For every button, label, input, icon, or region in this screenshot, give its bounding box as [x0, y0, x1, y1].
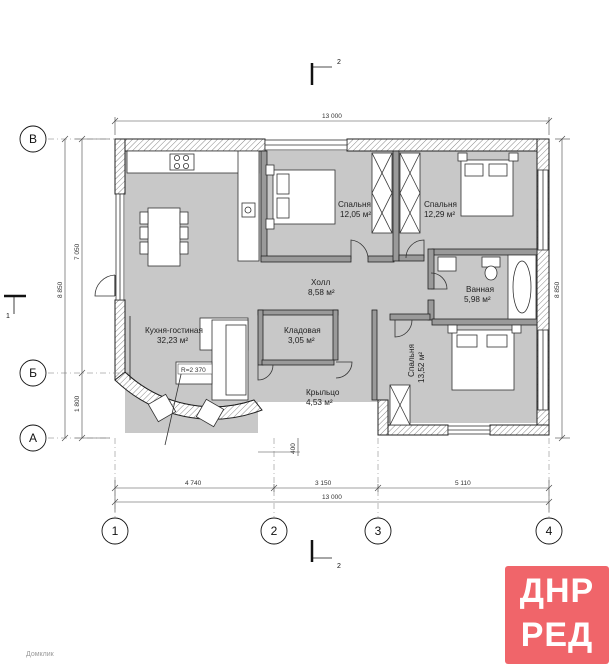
- kitchen-counter: [126, 150, 260, 262]
- dim-total-top: 13 000: [322, 113, 342, 120]
- room-bath-name: Ванная: [466, 285, 494, 294]
- room-labels: Кухня-гостиная 32,23 м² Спальня 12,05 м²…: [145, 200, 494, 407]
- dim-porch-step: 400: [290, 443, 297, 454]
- room-porch-area: 4,53 м²: [306, 398, 333, 407]
- dim-left-lower: 1 800: [74, 395, 81, 412]
- section-labels: 2 2 1: [6, 59, 341, 570]
- room-kitchen-area: 32,23 м²: [157, 336, 188, 345]
- dim-seg3: 5 110: [455, 480, 471, 487]
- axis-markers: [19, 125, 563, 545]
- windows: [115, 139, 549, 435]
- room-hall-area: 8,58 м²: [308, 288, 335, 297]
- room-kitchen-name: Кухня-гостиная: [145, 326, 203, 335]
- room-porch-name: Крыльцо: [306, 388, 340, 397]
- axis-row-v: В: [29, 132, 37, 146]
- room-hall-name: Холл: [311, 278, 331, 287]
- room-bedroom1-name: Спальня: [338, 200, 371, 209]
- armchairs: [147, 369, 225, 446]
- dnr-red-logo: ДНР РЕД: [505, 566, 609, 664]
- axis-col-2: 2: [271, 524, 278, 538]
- room-pantry-name: Кладовая: [284, 326, 321, 335]
- room-bedroom1-area: 12,05 м²: [340, 210, 371, 219]
- doors: [94, 239, 448, 381]
- room-bedroom3-area: 13,52 м²: [417, 352, 426, 383]
- axis-marker-labels: В Б А 1 2 3 4: [29, 132, 553, 538]
- room-bedroom2-name: Спальня: [424, 200, 457, 209]
- room-bedroom3-name: Спальня: [407, 344, 416, 377]
- dimension-lines: [61, 117, 570, 512]
- axis-col-1: 1: [112, 524, 119, 538]
- axis-lines: [48, 138, 550, 517]
- dim-left-total: 8 850: [57, 281, 64, 298]
- dim-seg2: 3 150: [315, 480, 332, 487]
- section-bottom-label: 2: [337, 563, 341, 570]
- room-bedroom2-area: 12,29 м²: [424, 210, 455, 219]
- dining-table: [139, 207, 189, 267]
- axis-row-b: Б: [29, 366, 37, 380]
- dim-total-bottom: 13 000: [322, 494, 342, 501]
- bed-3: [447, 324, 522, 391]
- radius-label: R=2 370: [181, 367, 206, 374]
- bath-fixtures: [437, 254, 537, 320]
- dim-left-upper: 7 050: [74, 243, 81, 260]
- bed-1: [265, 164, 336, 230]
- logo-line-2: РЕД: [520, 616, 594, 654]
- watermark-text: Домклик: [26, 651, 55, 658]
- logo-line-1: ДНР: [519, 572, 595, 610]
- dim-seg1: 4 740: [185, 480, 202, 487]
- interior-walls: [257, 150, 538, 401]
- section-left-label: 1: [6, 313, 10, 320]
- dim-right-total: 8 850: [554, 281, 561, 298]
- room-pantry-area: 3,05 м²: [288, 336, 315, 345]
- bed-2: [457, 152, 519, 217]
- section-top-label: 2: [337, 59, 341, 66]
- axis-col-3: 3: [375, 524, 382, 538]
- wardrobes: [371, 152, 421, 426]
- dimension-labels: 13 000 4 740 3 150 5 110 13 000 8 850 7 …: [57, 113, 561, 501]
- axis-row-a: А: [29, 431, 37, 445]
- axis-col-4: 4: [546, 524, 553, 538]
- room-bath-area: 5,98 м²: [464, 295, 491, 304]
- section-markers: [4, 63, 332, 562]
